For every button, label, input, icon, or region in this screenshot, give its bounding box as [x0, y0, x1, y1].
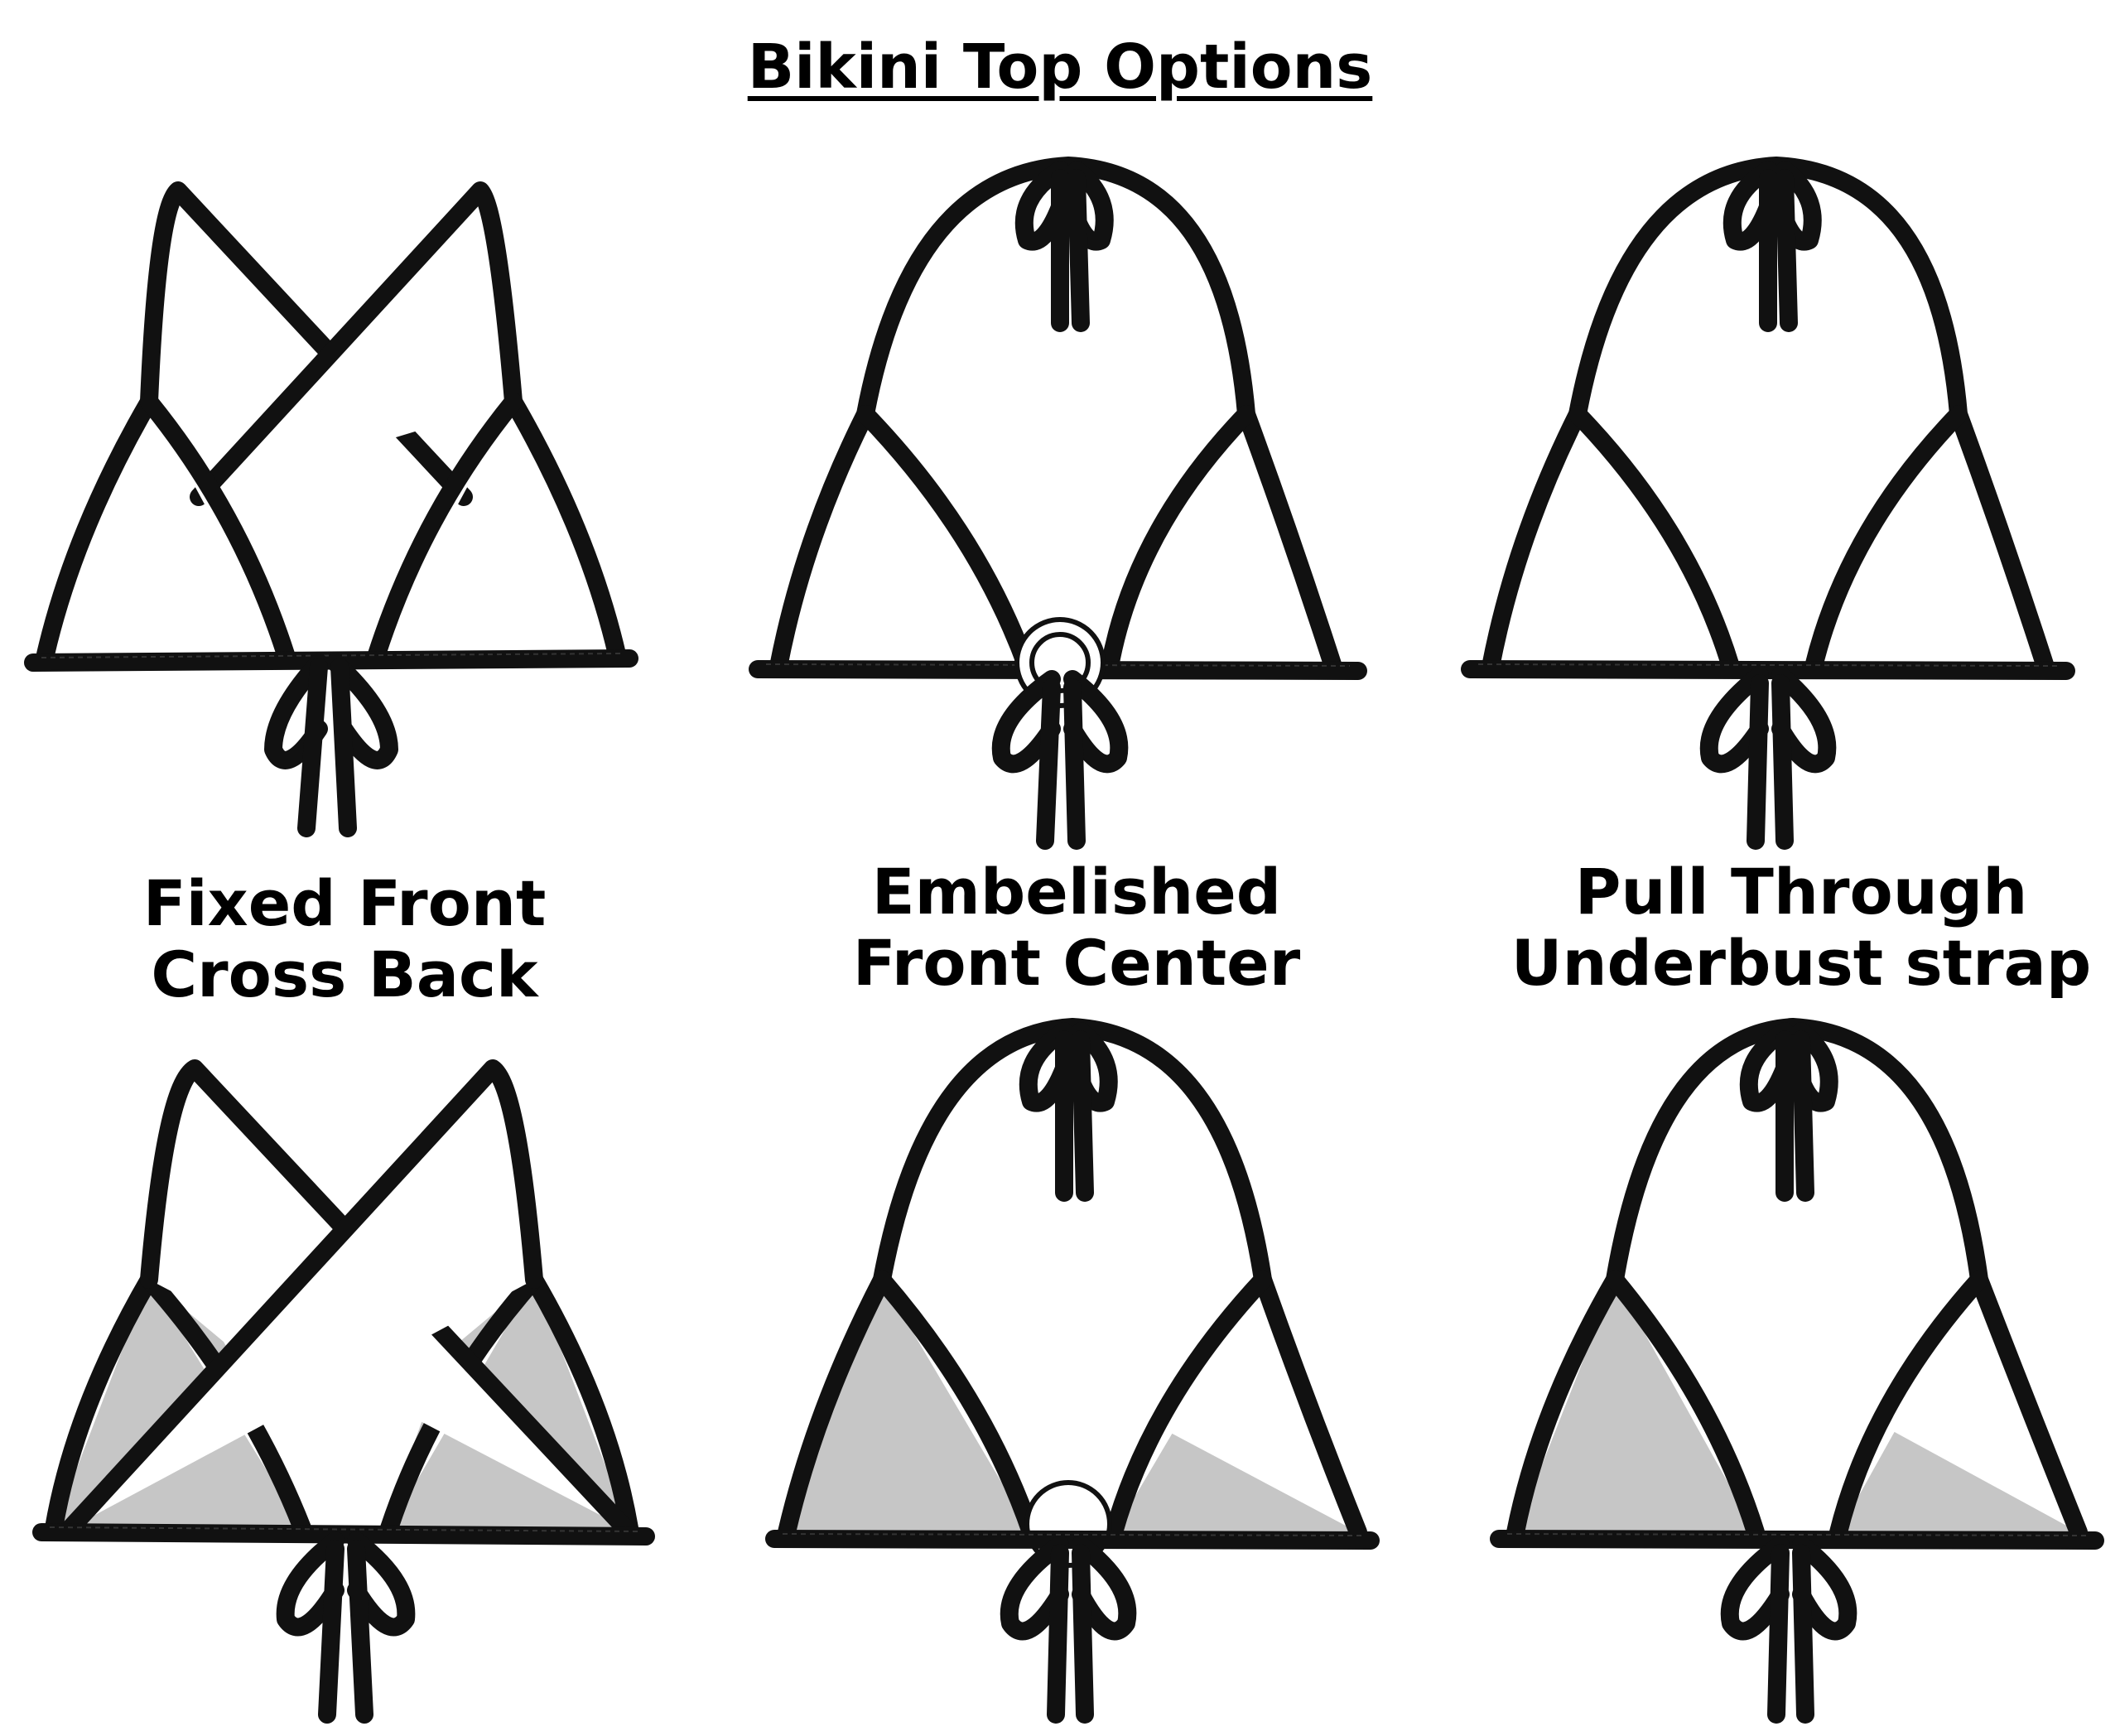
- sketch-cross-back-front: [24, 181, 638, 837]
- option-label-line2: Cross Back: [151, 938, 538, 1011]
- option-label-pull-through-underbust: Pull Through Underbust strap: [1462, 856, 2120, 999]
- sketch-cross-back-back: [32, 1059, 655, 1724]
- sketch-pull-through-back: [1490, 1018, 2104, 1724]
- option-label-line1: Embelished: [871, 855, 1282, 928]
- sketch-embelished-front: [749, 157, 1367, 850]
- diagram-title: Bikini Top Options: [747, 31, 1373, 103]
- option-label-line2: Front Center: [852, 926, 1301, 1000]
- option-label-fixed-front-cross-back: Fixed Front Cross Back: [5, 868, 684, 1010]
- option-label-embelished-front-center: Embelished Front Center: [737, 856, 1416, 999]
- sketch-pull-through-front: [1461, 157, 2075, 850]
- option-label-line2: Underbust strap: [1510, 926, 2092, 1000]
- option-label-line1: Fixed Front: [142, 866, 547, 940]
- option-label-line1: Pull Through: [1574, 855, 2028, 928]
- sketch-embelished-back: [765, 1018, 1380, 1724]
